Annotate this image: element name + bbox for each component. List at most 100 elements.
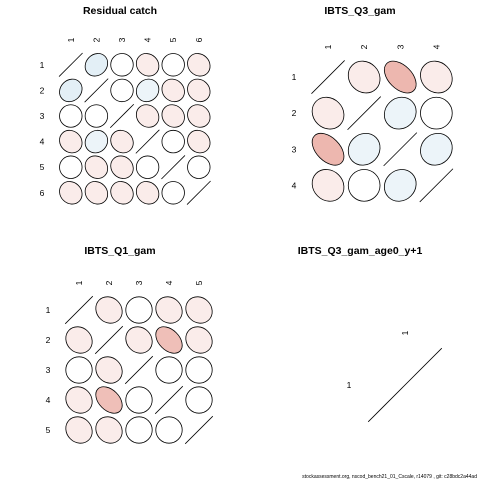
correlation-ellipse (311, 96, 345, 130)
panel-title: IBTS_Q1_gam (84, 245, 155, 257)
diagonal-mark (161, 155, 186, 180)
row-label: 2 (40, 85, 45, 95)
correlation-ellipse (347, 60, 381, 94)
correlation-ellipse (420, 132, 453, 166)
correlation-ellipse (185, 386, 213, 414)
correlation-ellipse (185, 326, 213, 354)
row-label: 3 (292, 144, 297, 154)
correlation-ellipse (383, 96, 417, 130)
correlation-ellipse (84, 129, 109, 154)
diagonal-mark (124, 355, 154, 385)
column-label: 5 (168, 37, 178, 42)
column-label: 4 (431, 44, 441, 49)
column-label: 5 (194, 280, 204, 285)
correlation-ellipse (125, 296, 153, 324)
correlation-ellipse (135, 53, 160, 77)
column-label: 1 (323, 44, 333, 49)
correlation-ellipse (84, 181, 109, 205)
correlation-ellipse (95, 386, 123, 414)
correlation-ellipse (65, 416, 93, 444)
correlation-ellipse (110, 155, 134, 179)
row-label: 1 (347, 380, 352, 390)
correlation-ellipse (185, 356, 213, 384)
correlation-ellipse (84, 104, 109, 128)
correlation-ellipse (95, 296, 123, 324)
column-label: 4 (143, 37, 153, 42)
correlation-ellipse (187, 78, 211, 103)
footer-text: stockassessment.org, nscod_bench21_01_Cs… (302, 474, 477, 480)
row-label: 2 (292, 108, 297, 118)
correlation-ellipse (135, 181, 160, 205)
column-label: 6 (194, 37, 204, 42)
column-label: 4 (164, 280, 174, 285)
correlation-ellipse (420, 60, 453, 94)
correlation-ellipse (311, 169, 345, 202)
column-label: 1 (66, 37, 76, 42)
correlation-ellipse (65, 326, 93, 354)
correlation-ellipse (110, 181, 134, 205)
correlation-ellipse (59, 129, 83, 154)
correlation-ellipse (110, 129, 134, 154)
row-label: 1 (292, 72, 297, 82)
column-label: 3 (395, 44, 405, 49)
correlation-ellipse (84, 53, 109, 77)
column-label: 2 (359, 44, 369, 49)
panel-title: IBTS_Q3_gam (324, 5, 395, 17)
correlation-ellipse (155, 326, 183, 354)
correlation-ellipse (347, 132, 381, 166)
correlation-ellipse (125, 416, 153, 444)
diagonal-mark (64, 295, 94, 325)
row-label: 5 (40, 162, 45, 172)
column-label: 3 (117, 37, 127, 42)
panel-title: Residual catch (83, 5, 157, 17)
diagonal-mark (186, 180, 211, 205)
row-label: 2 (46, 335, 51, 345)
correlation-ellipse (59, 78, 83, 103)
correlation-ellipse (383, 60, 417, 94)
correlation-ellipse (59, 181, 83, 205)
correlation-ellipse (383, 169, 417, 202)
correlation-ellipse (155, 356, 183, 384)
correlation-ellipse (95, 416, 123, 444)
correlation-ellipse (65, 356, 93, 384)
correlation-ellipse (110, 53, 134, 77)
correlation-ellipse (420, 96, 453, 130)
column-label: 2 (91, 37, 101, 42)
correlation-ellipse (135, 104, 160, 128)
row-label: 3 (40, 111, 45, 121)
correlation-ellipse (161, 78, 185, 103)
correlation-ellipse (161, 181, 185, 205)
correlation-ellipse (95, 356, 123, 384)
diagonal-mark (94, 325, 124, 355)
correlation-ellipse (161, 129, 185, 154)
diagonal-mark (109, 103, 135, 129)
diagonal-mark (84, 78, 109, 103)
panel-title: IBTS_Q3_gam_age0_y+1 (298, 245, 423, 257)
correlation-ellipse (135, 155, 160, 179)
diagonal-mark (383, 132, 418, 167)
correlation-ellipse (187, 53, 211, 77)
panel-4: IBTS_Q3_gam_age0_y+1 1 1 (298, 245, 443, 423)
correlation-ellipse (125, 386, 153, 414)
row-label: 1 (46, 305, 51, 315)
column-label: 1 (400, 330, 410, 335)
row-label: 4 (46, 395, 51, 405)
correlation-ellipse (187, 104, 211, 128)
diagonal-mark (347, 96, 382, 131)
row-label: 3 (46, 365, 51, 375)
panel-2: IBTS_Q3_gam 1 1 2 2 3 3 4 4 (292, 5, 454, 203)
correlation-ellipse (155, 416, 183, 444)
diagonal-mark (58, 52, 83, 77)
correlation-ellipse (135, 78, 160, 103)
diagonal-mark (184, 415, 214, 445)
correlation-ellipse (347, 169, 381, 202)
correlation-ellipse (65, 386, 93, 414)
panels: Residual catch112233445566IBTS_Q3_gam112… (40, 5, 454, 445)
row-label: 4 (292, 180, 297, 190)
correlation-ellipse (311, 132, 345, 166)
diagonal-mark (367, 347, 443, 423)
column-label: 1 (74, 280, 84, 285)
